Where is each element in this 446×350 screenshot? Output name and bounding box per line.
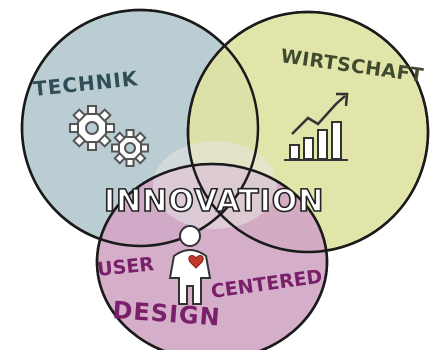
center-overlap — [153, 141, 277, 229]
innovation-label: INNOVATION — [104, 184, 324, 219]
growth-chart-icon — [284, 92, 349, 161]
gears-icon — [69, 105, 149, 167]
venn-circles — [20, 8, 430, 350]
person-heart-icon — [168, 225, 212, 305]
